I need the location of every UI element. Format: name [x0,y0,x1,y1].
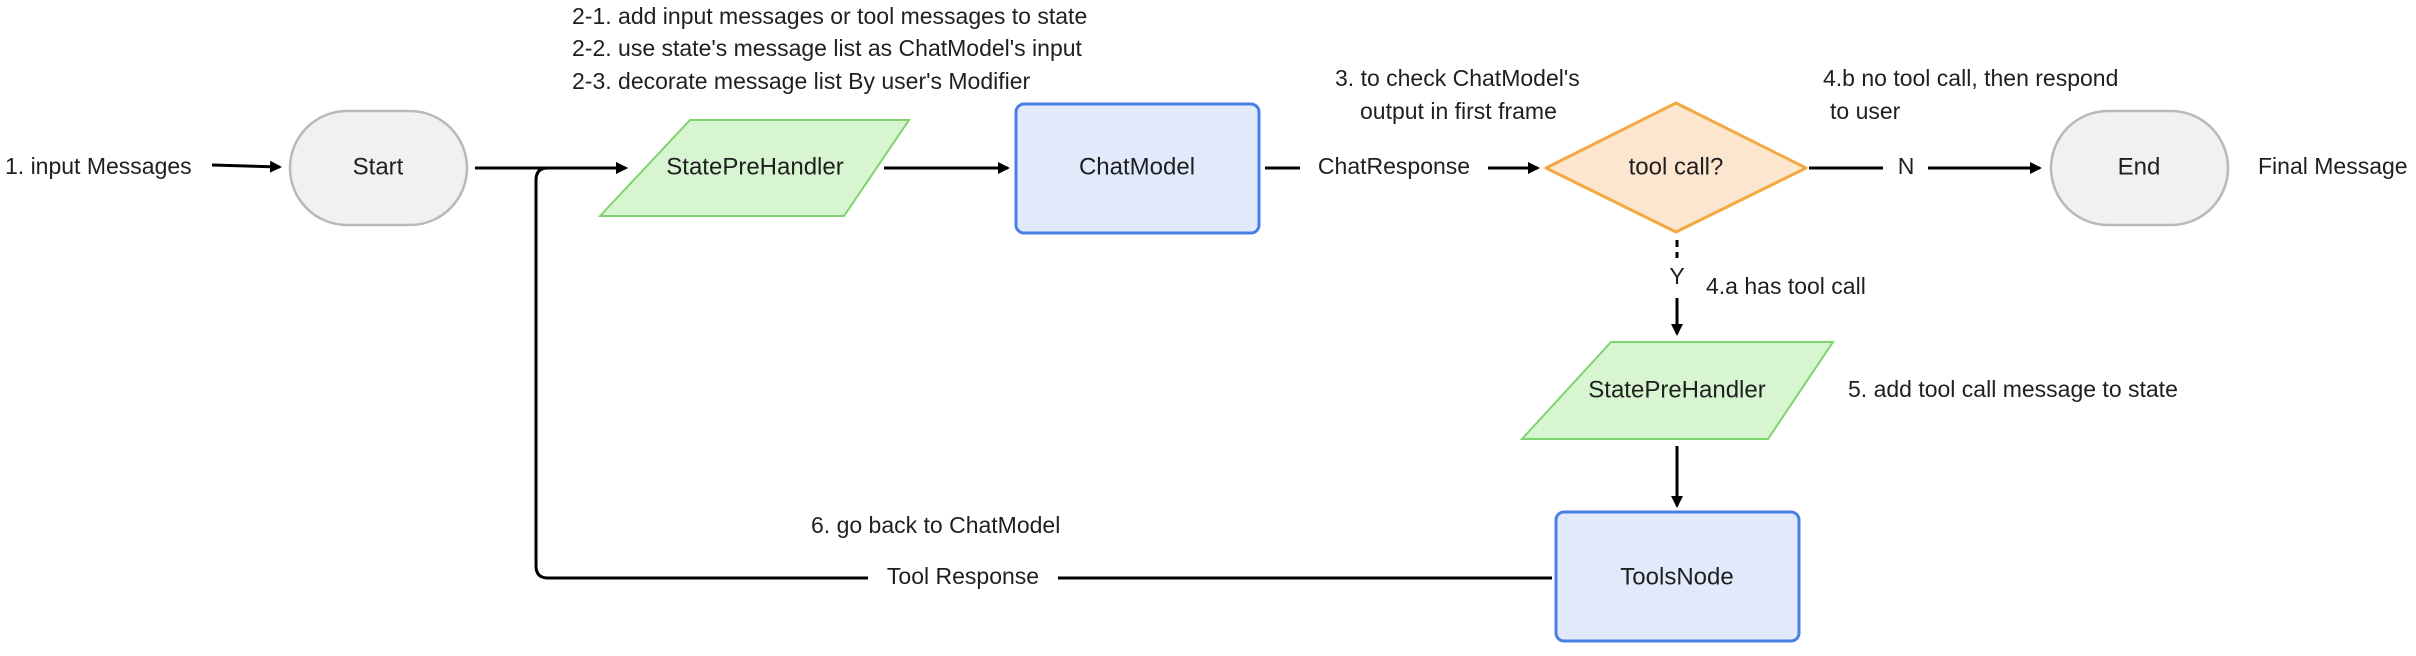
chat-model-node-label: ChatModel [1079,153,1195,180]
state-pre-handler-node-2: StatePreHandler [1519,341,1835,440]
state-pre-handler-node-label: StatePreHandler [666,153,843,180]
input-messages-label: 1. input Messages [5,153,192,179]
end-node: End [2049,109,2230,227]
tool-response-label: Tool Response [887,563,1039,589]
edge-input-to-start [211,160,282,173]
step-2-3-label: 2-3. decorate message list By user's Mod… [572,68,1031,94]
edge-yes-label: Y [1669,263,1684,289]
edge-tool-response-loop-back [534,162,868,580]
step-3-label-line-1: 3. to check ChatModel's [1335,65,1580,91]
end-node-label: End [2118,153,2161,180]
start-node: Start [288,109,469,227]
state-pre-handler-node: StatePreHandler [597,119,911,217]
step-4b-label-line-1: 4.b no tool call, then respond [1823,65,2118,91]
chat-response-label: ChatResponse [1318,153,1470,179]
step-6-label: 6. go back to ChatModel [811,512,1060,538]
final-message-label: Final Message [2258,153,2408,179]
step-4b-label-line-2: to user [1830,98,1901,124]
step-2-2-label: 2-2. use state's message list as ChatMod… [572,35,1083,61]
edge-no-label: N [1898,153,1915,179]
chat-model-node: ChatModel [1014,102,1261,235]
tools-node: ToolsNode [1554,510,1801,643]
tools-node-label: ToolsNode [1620,563,1733,590]
start-node-label: Start [353,153,404,180]
step-4a-label: 4.a has tool call [1706,273,1866,299]
step-5-label: 5. add tool call message to state [1848,376,2178,402]
state-pre-handler-node-2-label: StatePreHandler [1588,376,1765,403]
step-3-label-line-2: output in first frame [1360,98,1557,124]
step-2-1-label: 2-1. add input messages or tool messages… [572,3,1087,29]
tool-call-decision-node: tool call? [1544,101,1808,234]
tool-call-decision-node-label: tool call? [1629,153,1724,180]
